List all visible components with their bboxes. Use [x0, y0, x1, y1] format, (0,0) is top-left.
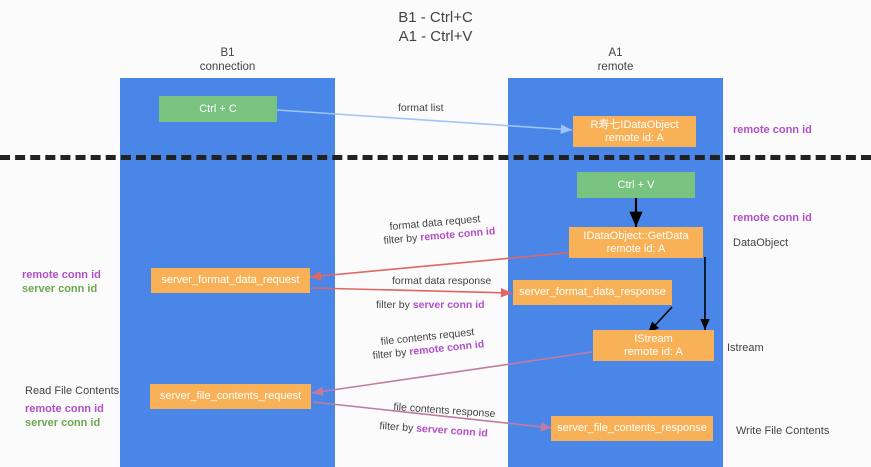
column-header-a1-sub: remote — [597, 61, 634, 73]
box-server-file-contents-request-label: server_file_contents_request — [159, 390, 302, 402]
annotation-read-file-contents: Read File Contents — [25, 385, 120, 397]
annotation-dataobject: DataObject — [733, 237, 789, 249]
annotation-left-server-conn-id-2: server conn id — [25, 417, 101, 429]
page-title-line1: B1 - Ctrl+C — [398, 9, 473, 26]
edge-label-file-contents-response: file contents response — [393, 400, 496, 421]
annotation-write-file-contents: Write File Contents — [736, 425, 830, 437]
filter-prefix: filter by — [383, 231, 421, 247]
box-server-file-contents-response[interactable]: server_file_contents_response — [551, 416, 713, 441]
box-ctrl-v[interactable]: Ctrl + V — [577, 172, 695, 198]
connector-format-data-response — [311, 287, 513, 298]
box-getdata-line2: remote id: A — [606, 242, 666, 255]
annotation-remote-conn-id-mid: remote conn id — [733, 212, 812, 224]
box-istream-line1: IStream — [634, 332, 673, 345]
filter-value-server-conn-id: server conn id — [412, 299, 485, 311]
box-server-format-data-request[interactable]: server_format_data_request — [151, 268, 310, 293]
column-header-a1-name: A1 — [608, 47, 623, 59]
column-header-b1-name: B1 — [220, 47, 235, 59]
box-server-format-data-response-label: server_format_data_response — [519, 286, 666, 298]
annotation-left-server-conn-id: server conn id — [22, 283, 98, 295]
column-header-a1: A1 remote — [508, 46, 723, 74]
box-istream[interactable]: IStream remote id: A — [593, 330, 714, 361]
box-ctrl-v-label: Ctrl + V — [617, 178, 655, 191]
annotation-istream: Istream — [727, 342, 764, 354]
filter-prefix: filter by — [372, 346, 410, 362]
box-istream-line2: remote id: A — [624, 345, 683, 358]
box-ctrl-c[interactable]: Ctrl + C — [159, 96, 277, 122]
box-server-file-contents-request[interactable]: server_file_contents_request — [150, 384, 311, 409]
edge-label-format-list: format list — [398, 102, 444, 114]
column-header-b1-sub: connection — [199, 61, 256, 73]
filter-prefix: filter by — [379, 419, 417, 435]
box-server-format-data-response[interactable]: server_format_data_response — [513, 280, 672, 305]
annotation-remote-conn-id-top: remote conn id — [733, 124, 812, 136]
phase-divider — [0, 155, 871, 160]
box-idataobject-top-line1: R寿七IDataObject — [590, 118, 679, 131]
edge-label-format-data-response-filter: filter by server conn id — [376, 298, 485, 312]
box-idataobject-getdata[interactable]: IDataObject::GetData remote id: A — [569, 227, 703, 258]
edge-label-file-contents-response-filter: filter by server conn id — [379, 419, 488, 441]
filter-value-server-conn-id: server conn id — [415, 422, 489, 440]
page-title-line2: A1 - Ctrl+V — [398, 28, 473, 45]
annotation-left-remote-conn-id: remote conn id — [22, 269, 101, 281]
box-server-file-contents-response-label: server_file_contents_response — [557, 422, 707, 434]
filter-prefix: filter by — [376, 299, 413, 311]
box-server-format-data-request-label: server_format_data_request — [161, 274, 300, 286]
edge-label-format-data-response: format data response — [392, 275, 492, 287]
column-header-b1: B1 connection — [120, 46, 335, 74]
box-idataobject-top[interactable]: R寿七IDataObject remote id: A — [573, 116, 696, 147]
box-getdata-line1: IDataObject::GetData — [583, 229, 689, 242]
box-idataobject-top-line2: remote id: A — [605, 131, 664, 144]
box-ctrl-c-label: Ctrl + C — [199, 102, 237, 115]
annotation-left-remote-conn-id-2: remote conn id — [25, 403, 104, 415]
